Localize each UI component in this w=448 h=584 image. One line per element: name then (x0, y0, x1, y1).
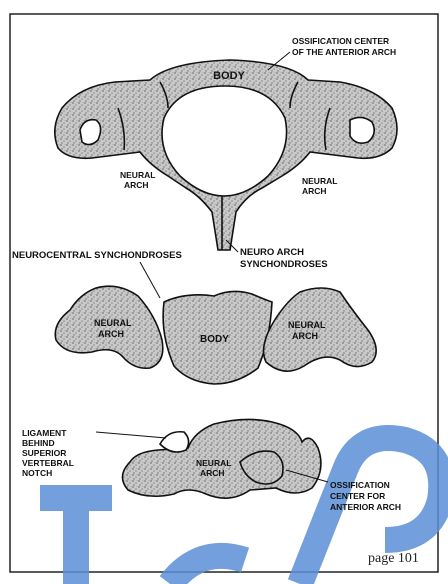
ossification-anterior-arch-label: OSSIFICATION CENTER OF THE ANTERIOR ARCH (292, 36, 396, 57)
ossification-anterior-line2: OF THE ANTERIOR ARCH (292, 47, 396, 57)
ligament-line5: NOTCH (22, 468, 52, 478)
neural-arch-left-label: NEURAL ARCH (120, 170, 158, 190)
neural-arch-right-line1: NEURAL (302, 176, 337, 186)
neuro-arch-line2: SYNCHONDROSES (240, 259, 328, 270)
middle-right-arch-line2: ARCH (292, 331, 318, 341)
ossification-anterior-line1: OSSIFICATION CENTER (292, 36, 389, 46)
neuro-arch-line1: NEURO ARCH (240, 247, 304, 258)
ossification-center-line1: OSSIFICATION (330, 480, 390, 490)
neurocentral-label: NEUROCENTRAL SYNCHONDROSES (12, 250, 182, 261)
ligament-label: LIGAMENT BEHIND SUPERIOR VERTEBRAL NOTCH (22, 428, 76, 478)
atlas-ring (55, 60, 397, 250)
ossification-center-line3: ANTERIOR ARCH (330, 502, 401, 512)
neural-arch-right-label: NEURAL ARCH (302, 176, 340, 196)
ligament-line4: VERTEBRAL (22, 458, 74, 468)
middle-body-label: BODY (200, 334, 229, 345)
middle-left-arch-line1: NEURAL (94, 318, 132, 328)
ossification-center-label: OSSIFICATION CENTER FOR ANTERIOR ARCH (330, 480, 401, 512)
ligament-line2: BEHIND (22, 438, 55, 448)
bottom-neural-arch-line2: ARCH (200, 468, 225, 478)
neural-arch-left-line2: ARCH (124, 180, 149, 190)
middle-right-arch-line1: NEURAL (288, 320, 326, 330)
leader-ligament (96, 432, 166, 438)
bottom-neural-arch-line1: NEURAL (196, 458, 231, 468)
ligament-line1: LIGAMENT (22, 428, 67, 438)
page-number: page 101 (368, 551, 419, 566)
ossification-center-line2: CENTER FOR (330, 491, 385, 501)
ligament-line3: SUPERIOR (22, 448, 66, 458)
atlas-superior-view (55, 60, 397, 250)
middle-left-arch-line2: ARCH (98, 329, 124, 339)
neural-arch-right-line2: ARCH (302, 186, 327, 196)
neuro-arch-label: NEURO ARCH SYNCHONDROSES (240, 247, 328, 270)
body-top-label: BODY (213, 70, 245, 82)
leader-neurocentral (140, 262, 160, 298)
neural-arch-left-line1: NEURAL (120, 170, 155, 180)
